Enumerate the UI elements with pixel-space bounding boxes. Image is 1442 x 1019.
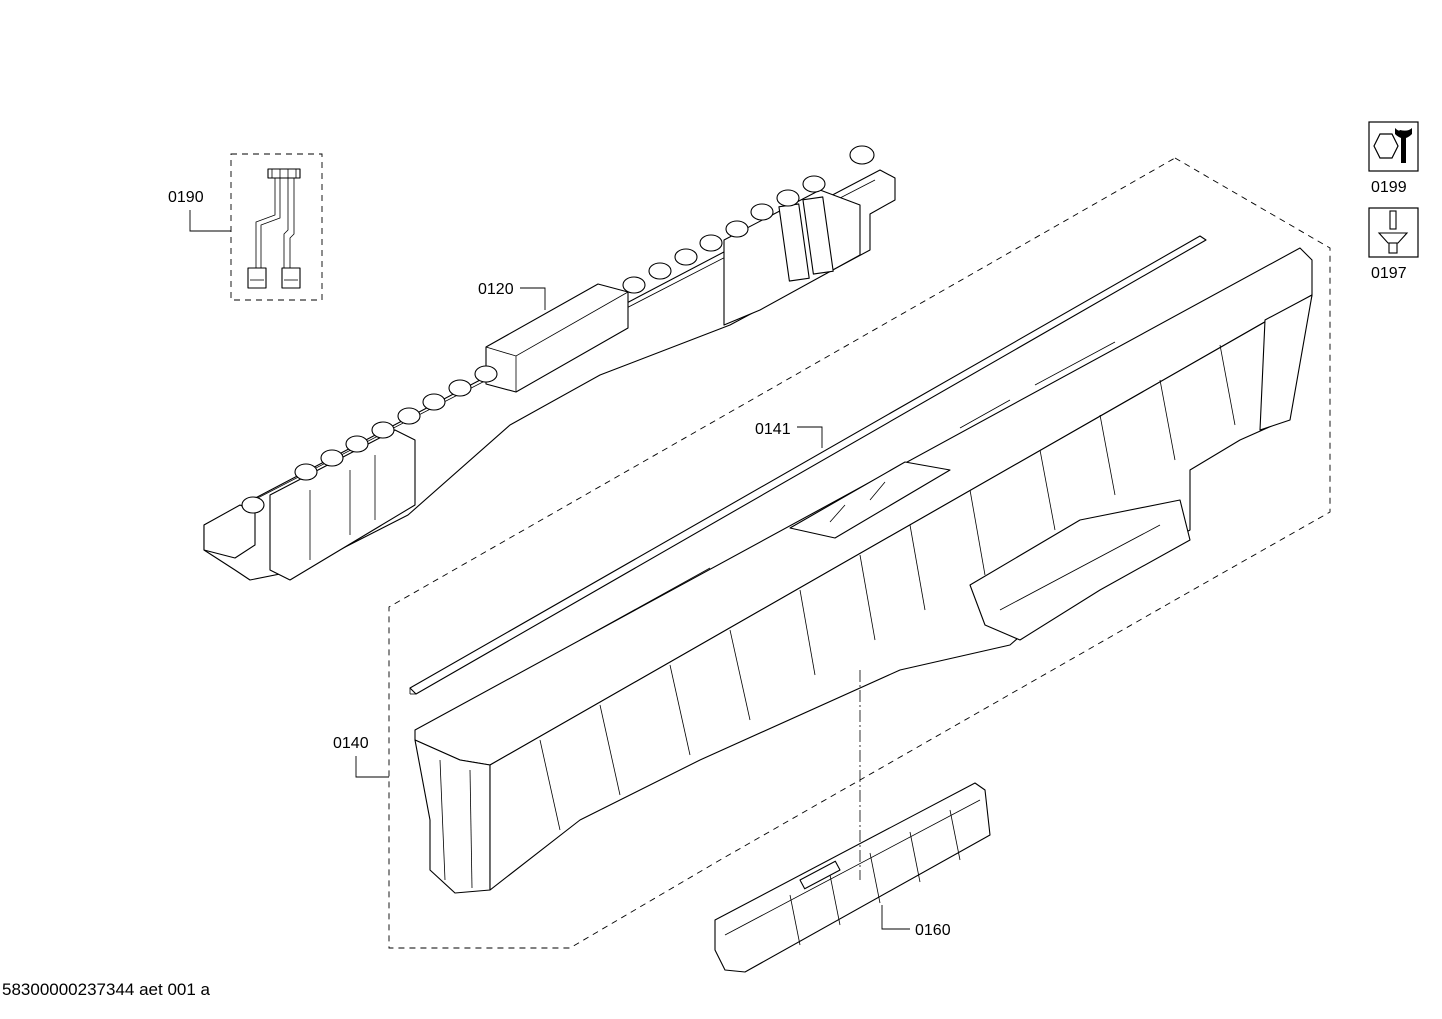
knob-row: [241, 145, 875, 514]
svg-text:0190: 0190: [168, 189, 204, 206]
callout-0160: 0160: [881, 905, 951, 939]
screwdriver-icon: [1368, 207, 1419, 258]
wrench-nut-icon: [1368, 121, 1419, 172]
part-0140-control-panel[interactable]: [414, 247, 1313, 894]
drawing-id: 58300000237344 aet 001 a: [2, 980, 210, 999]
tool-label-0199: 0199: [1371, 179, 1407, 196]
svg-text:0120: 0120: [478, 281, 514, 298]
part-0160-cover[interactable]: [714, 782, 991, 973]
tool-label-0197: 0197: [1371, 265, 1407, 282]
callout-0140: 0140: [333, 735, 389, 778]
callout-0190: 0190: [168, 189, 231, 232]
svg-text:0141: 0141: [755, 421, 791, 438]
part-0120-control-module[interactable]: [203, 145, 896, 581]
part-0190-wire-harness[interactable]: [230, 153, 323, 301]
callout-0141: 0141: [755, 421, 823, 448]
part-0141-trim-strip[interactable]: [409, 235, 1207, 695]
svg-text:0140: 0140: [333, 735, 369, 752]
svg-text:0160: 0160: [915, 922, 951, 939]
callout-0120: 0120: [478, 281, 546, 310]
